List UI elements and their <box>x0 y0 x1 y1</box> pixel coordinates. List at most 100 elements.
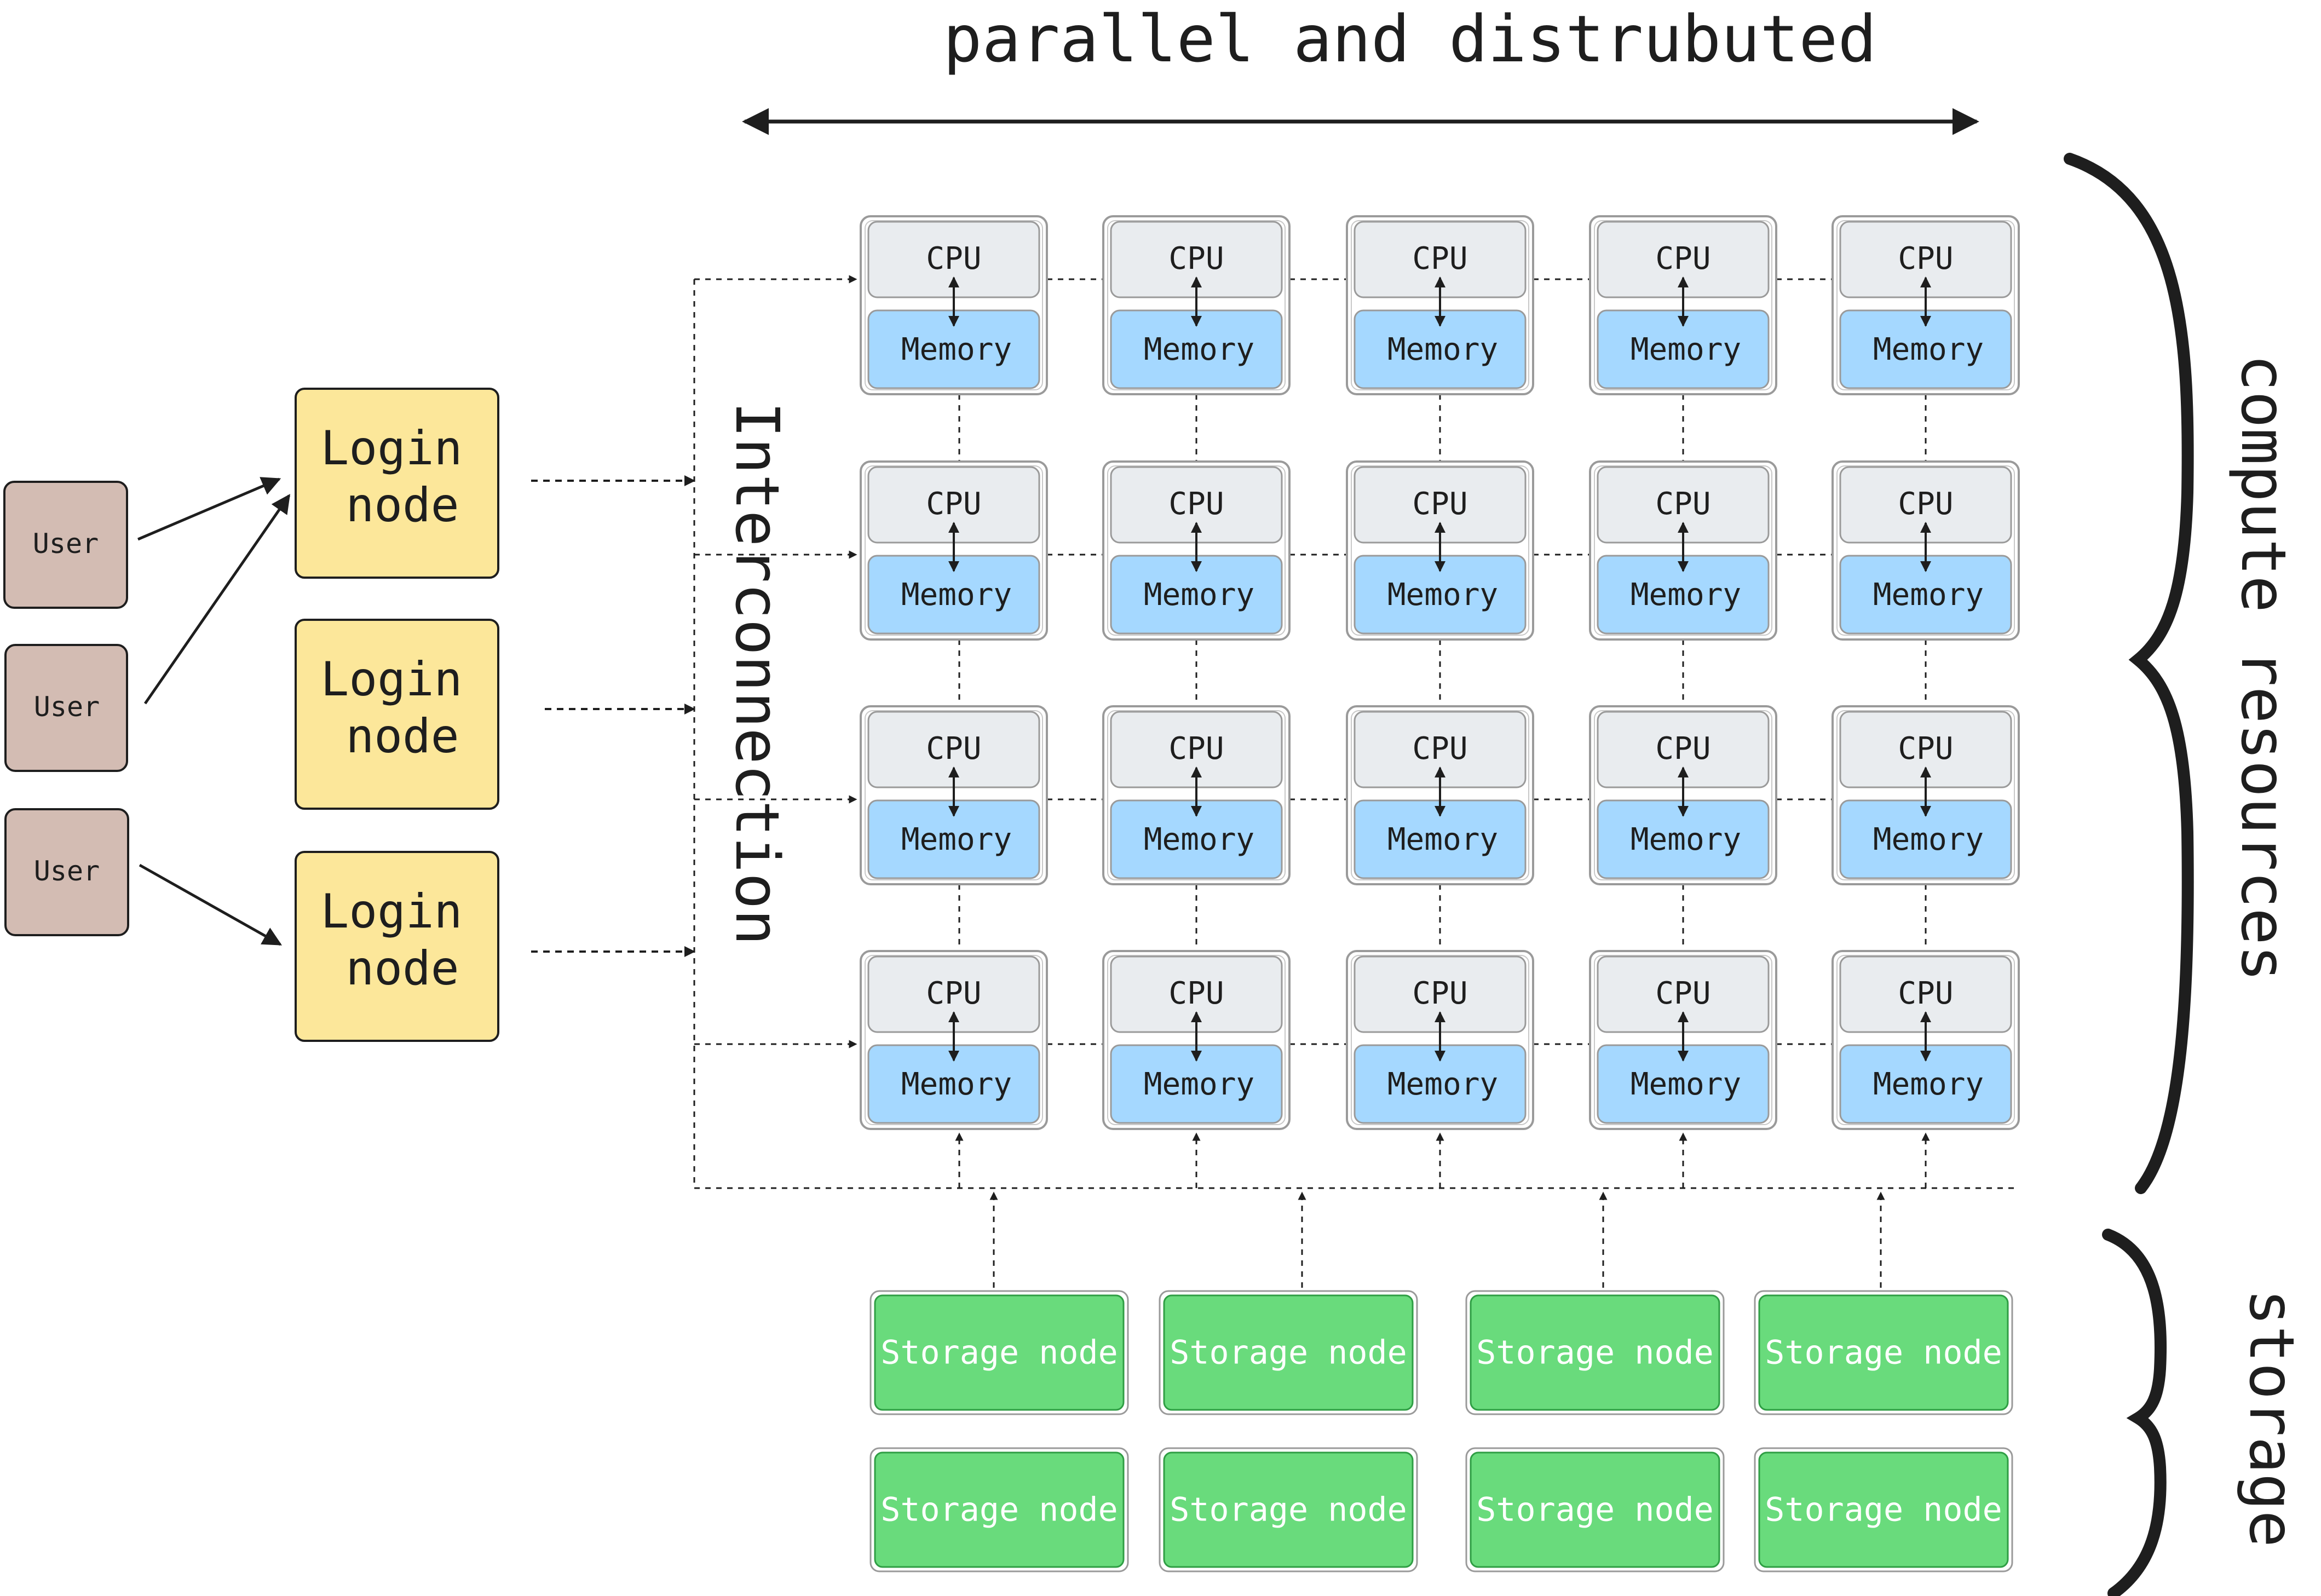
memory-block: Memory <box>1839 1044 2012 1124</box>
login-node-label: Login <box>321 421 463 476</box>
storage-node[interactable]: Storage node <box>1754 1447 2013 1572</box>
cpu-label: CPU <box>1655 731 1710 767</box>
storage-node-label: Storage node <box>1765 1491 2002 1529</box>
memory-block: Memory <box>867 1044 1040 1124</box>
cpu-block: CPU <box>1597 955 1770 1033</box>
storage-node-label: Storage node <box>880 1334 1118 1372</box>
compute-node[interactable]: CPU Memory <box>1102 460 1291 641</box>
memory-label: Memory <box>1873 822 1984 857</box>
cpu-label: CPU <box>926 486 981 522</box>
memory-block: Memory <box>867 309 1040 389</box>
compute-node[interactable]: CPU Memory <box>860 460 1048 641</box>
user-node[interactable]: User <box>4 808 129 936</box>
memory-label: Memory <box>1631 822 1741 857</box>
memory-label: Memory <box>1873 577 1984 613</box>
memory-block: Memory <box>1354 555 1527 635</box>
cpu-label: CPU <box>1412 241 1467 276</box>
compute-node[interactable]: CPU Memory <box>1346 950 1534 1130</box>
login-node-label: node <box>345 941 459 996</box>
login-node-label: node <box>345 709 459 764</box>
cpu-label: CPU <box>1168 241 1224 276</box>
memory-block: Memory <box>1354 799 1527 879</box>
compute-node[interactable]: CPU Memory <box>1102 705 1291 885</box>
users-group: User User User <box>3 481 129 936</box>
login-node[interactable]: Login node <box>295 851 499 1042</box>
storage-node-label: Storage node <box>880 1491 1118 1529</box>
compute-node[interactable]: CPU Memory <box>1589 705 1777 885</box>
diagram-title: parallel and distrubuted <box>943 1 1876 77</box>
login-interconnect-connectors <box>531 475 695 957</box>
cpu-block: CPU <box>1597 711 1770 788</box>
memory-label: Memory <box>1873 1067 1984 1102</box>
login-node-label: Login <box>321 884 463 939</box>
cpu-block: CPU <box>1354 955 1527 1033</box>
compute-node[interactable]: CPU Memory <box>860 950 1048 1130</box>
user-login-connectors <box>137 477 291 946</box>
storage-node[interactable]: Storage node <box>1465 1447 1725 1572</box>
storage-node[interactable]: Storage node <box>1754 1290 2013 1415</box>
compute-node[interactable]: CPU Memory <box>1346 215 1534 395</box>
memory-label: Memory <box>1387 577 1498 613</box>
memory-label: Memory <box>1631 577 1741 613</box>
storage-node-label: Storage node <box>1765 1334 2002 1372</box>
storage-node[interactable]: Storage node <box>1159 1447 1418 1572</box>
login-node[interactable]: Login node <box>295 619 499 810</box>
login-node[interactable]: Login node <box>295 388 499 579</box>
cpu-label: CPU <box>1898 241 1953 276</box>
memory-label: Memory <box>1387 822 1498 857</box>
cpu-label: CPU <box>1168 486 1224 522</box>
memory-block: Memory <box>1839 799 2012 879</box>
user-node[interactable]: User <box>4 644 128 772</box>
compute-node[interactable]: CPU Memory <box>1832 950 2020 1130</box>
compute-node[interactable]: CPU Memory <box>1589 460 1777 641</box>
storage-node[interactable]: Storage node <box>869 1447 1129 1572</box>
cpu-block: CPU <box>1354 466 1527 544</box>
cpu-label: CPU <box>1412 976 1467 1011</box>
memory-label: Memory <box>901 1067 1012 1102</box>
storage-brace <box>2102 1229 2167 1596</box>
cpu-block: CPU <box>1110 711 1283 788</box>
memory-block: Memory <box>867 555 1040 635</box>
memory-label: Memory <box>1387 1067 1498 1102</box>
memory-block: Memory <box>1597 1044 1770 1124</box>
cpu-label: CPU <box>1655 976 1710 1011</box>
memory-label: Memory <box>1144 1067 1254 1102</box>
compute-node[interactable]: CPU Memory <box>1346 705 1534 885</box>
compute-node[interactable]: CPU Memory <box>1346 460 1534 641</box>
memory-label: Memory <box>1144 577 1254 613</box>
cpu-label: CPU <box>926 976 981 1011</box>
memory-label: Memory <box>1631 332 1741 367</box>
cpu-label: CPU <box>1412 731 1467 767</box>
cpu-label: CPU <box>1898 976 1953 1011</box>
cpu-block: CPU <box>1110 466 1283 544</box>
storage-node[interactable]: Storage node <box>1159 1290 1418 1415</box>
cpu-block: CPU <box>1839 955 2012 1033</box>
compute-brace <box>2064 153 2194 1194</box>
compute-node[interactable]: CPU Memory <box>1589 950 1777 1130</box>
user-node[interactable]: User <box>3 481 128 609</box>
login-node-label: Login <box>321 652 463 707</box>
memory-label: Memory <box>1387 332 1498 367</box>
storage-node[interactable]: Storage node <box>869 1290 1129 1415</box>
memory-block: Memory <box>1597 799 1770 879</box>
cpu-block: CPU <box>1597 466 1770 544</box>
cpu-block: CPU <box>1110 221 1283 298</box>
memory-block: Memory <box>1110 555 1283 635</box>
cpu-block: CPU <box>867 955 1040 1033</box>
cpu-block: CPU <box>1354 221 1527 298</box>
storage-node[interactable]: Storage node <box>1465 1290 1725 1415</box>
cpu-label: CPU <box>926 731 981 767</box>
memory-label: Memory <box>1144 822 1254 857</box>
cpu-block: CPU <box>1839 221 2012 298</box>
storage-node-label: Storage node <box>1476 1334 1713 1372</box>
